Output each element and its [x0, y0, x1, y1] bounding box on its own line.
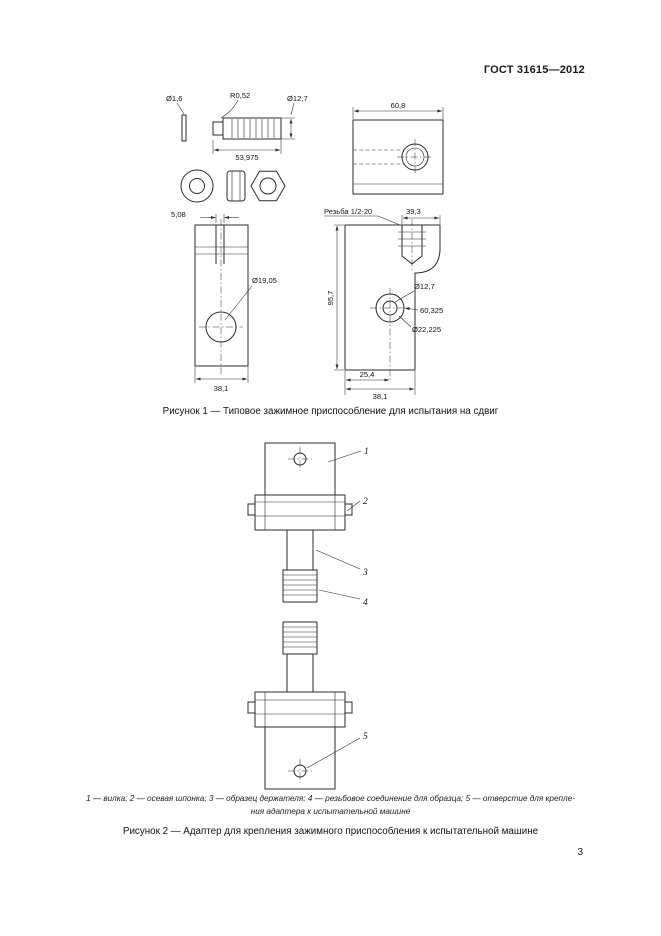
- figure2-legend: 1 — вилка; 2 — осевая шпонка; 3 — образе…: [30, 793, 631, 818]
- bottom-clevis: [254, 691, 346, 728]
- dim-label-slot-width: 5,08: [171, 210, 186, 219]
- extension-lines: [215, 214, 225, 223]
- callout-leader-3: [315, 549, 361, 570]
- dim-label-pin-hole-dia: Ø1,6: [166, 94, 182, 103]
- top-clevis: [254, 494, 346, 531]
- top-threaded-joint: [282, 569, 318, 603]
- dim-label-hole-offset: 25,4: [360, 370, 375, 379]
- leader-line: [224, 285, 253, 321]
- leader-line: [394, 290, 415, 303]
- thread-slot: [401, 225, 423, 265]
- leader-line: [324, 215, 401, 226]
- extension-lines: [352, 107, 444, 119]
- dim-label-pin-length: 53,975: [235, 153, 258, 162]
- callout-3: 3: [362, 568, 368, 578]
- dim-label-fillet-radius: R0,52: [230, 91, 250, 100]
- centerlines: [288, 759, 312, 783]
- leader-line: [220, 99, 239, 119]
- pin-side-view: Ø1,6 R0,52 Ø12,7 53,975: [166, 91, 308, 162]
- dim-label-pin-dia: Ø12,7: [287, 94, 308, 103]
- dim-label-thread-offset: 39,3: [406, 207, 421, 216]
- dim-label-thread: Резьба 1/2-20: [324, 207, 372, 216]
- nut-view: [250, 170, 286, 202]
- extension-lines: [401, 215, 441, 224]
- washer-bore: [189, 178, 205, 194]
- extension-lines: [281, 102, 295, 140]
- figure1-technical-drawing: Ø1,6 R0,52 Ø12,7 53,975 5,08: [166, 91, 444, 401]
- callout-leader-2: [346, 500, 361, 512]
- slot-lines: [215, 225, 225, 264]
- bottom-plate: [264, 726, 336, 790]
- callout-4: 4: [363, 598, 368, 608]
- clevis-detail-lines: [255, 692, 345, 727]
- key-end-left: [247, 503, 256, 516]
- figure1-caption: Рисунок 1 — Типовое зажимное приспособле…: [162, 406, 499, 417]
- figure2-caption: Рисунок 2 — Адаптер для крепления зажимн…: [122, 826, 539, 837]
- washer-view: [180, 169, 214, 203]
- block-outline: [352, 119, 444, 195]
- pin-shank: [212, 121, 224, 136]
- callout-leader-5: [306, 737, 361, 769]
- figure2-callouts: 1 2 3 4 5: [306, 447, 369, 769]
- adapter-assembly: [247, 442, 353, 790]
- clamp-top-view: 60,8: [352, 101, 444, 195]
- extension-lines: [212, 140, 282, 154]
- hidden-lines: [353, 149, 404, 165]
- cross-slot-lines: [195, 246, 248, 255]
- dim-label-block-width-left: 38,1: [214, 384, 229, 393]
- centerlines: [397, 139, 433, 175]
- centerlines: [370, 288, 410, 382]
- bottom-stem: [286, 653, 314, 693]
- callout-leader-1: [327, 450, 362, 463]
- thread-lines: [283, 574, 317, 596]
- key-end-left: [247, 701, 256, 714]
- callout-1: 1: [364, 447, 369, 457]
- extension-lines: [194, 367, 249, 383]
- callout-5: 5: [363, 732, 368, 742]
- block-outline: [194, 224, 249, 367]
- fastener-front-views: [180, 169, 286, 203]
- leader-arrow: [404, 307, 419, 311]
- dim-label-bore-dia: Ø19,05: [252, 276, 277, 285]
- clamp-side-view: Резьба 1/2-20 39,3 95,7 Ø12,7 60,325 Ø22…: [324, 207, 443, 401]
- thread-lines: [231, 119, 275, 138]
- key-detail-lines: [231, 171, 241, 201]
- page-number: 3: [577, 847, 583, 858]
- centerlines: [288, 447, 312, 471]
- top-stem: [286, 529, 314, 571]
- key-end-right: [344, 701, 353, 714]
- dim-label-hole-height: 60,325: [420, 306, 443, 315]
- legend-line2: ния адаптера к испытательной машине: [250, 806, 411, 816]
- callout-2: 2: [363, 497, 368, 507]
- block-outline: [344, 224, 441, 371]
- extension-lines: [334, 224, 344, 371]
- key-front-view: [226, 170, 246, 202]
- dim-label-hole-dia: Ø12,7: [414, 282, 435, 291]
- document-header: ГОСТ 31615—2012: [483, 64, 585, 76]
- leader-line: [398, 315, 412, 328]
- key-side-view: [181, 114, 187, 142]
- dim-label-cbore-dia: Ø22,225: [412, 325, 441, 334]
- figure2-adapter-drawing: 1 2 3 4 5: [247, 442, 369, 790]
- dim-label-block-width-right: 38,1: [373, 392, 388, 401]
- nut-bore: [259, 177, 277, 195]
- legend-line1: 1 — вилка; 2 — осевая шпонка; 3 — образе…: [86, 794, 575, 803]
- pin-body: [222, 117, 282, 140]
- clamp-front-view: 5,08 Ø19,05 38,1: [171, 210, 277, 393]
- leader-line: [176, 102, 185, 115]
- dim-label-top-width: 60,8: [391, 101, 406, 110]
- thread-lines: [283, 626, 317, 648]
- callout-leader-4: [318, 589, 361, 600]
- clevis-detail-lines: [255, 495, 345, 530]
- dim-label-height: 95,7: [326, 291, 335, 306]
